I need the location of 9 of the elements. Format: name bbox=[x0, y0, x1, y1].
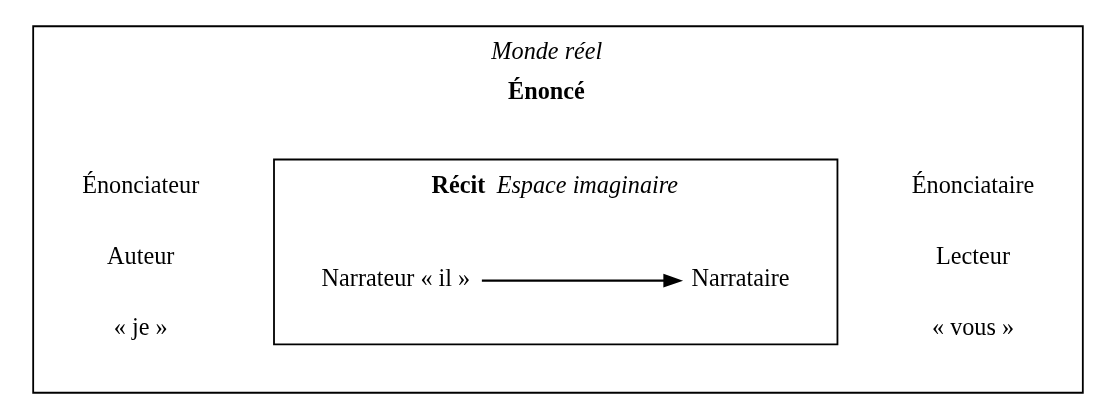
label: Énonciateur bbox=[81, 170, 199, 198]
arrow bbox=[481, 273, 683, 288]
label: Auteur bbox=[106, 241, 174, 269]
label: « je » bbox=[113, 312, 168, 340]
label: « vous » bbox=[931, 312, 1014, 340]
node-text: Narrataire bbox=[690, 264, 790, 292]
node-text: Narrateur « il » bbox=[321, 264, 470, 292]
label: Lecteur bbox=[935, 241, 1010, 269]
label: Énonciataire bbox=[911, 170, 1034, 198]
